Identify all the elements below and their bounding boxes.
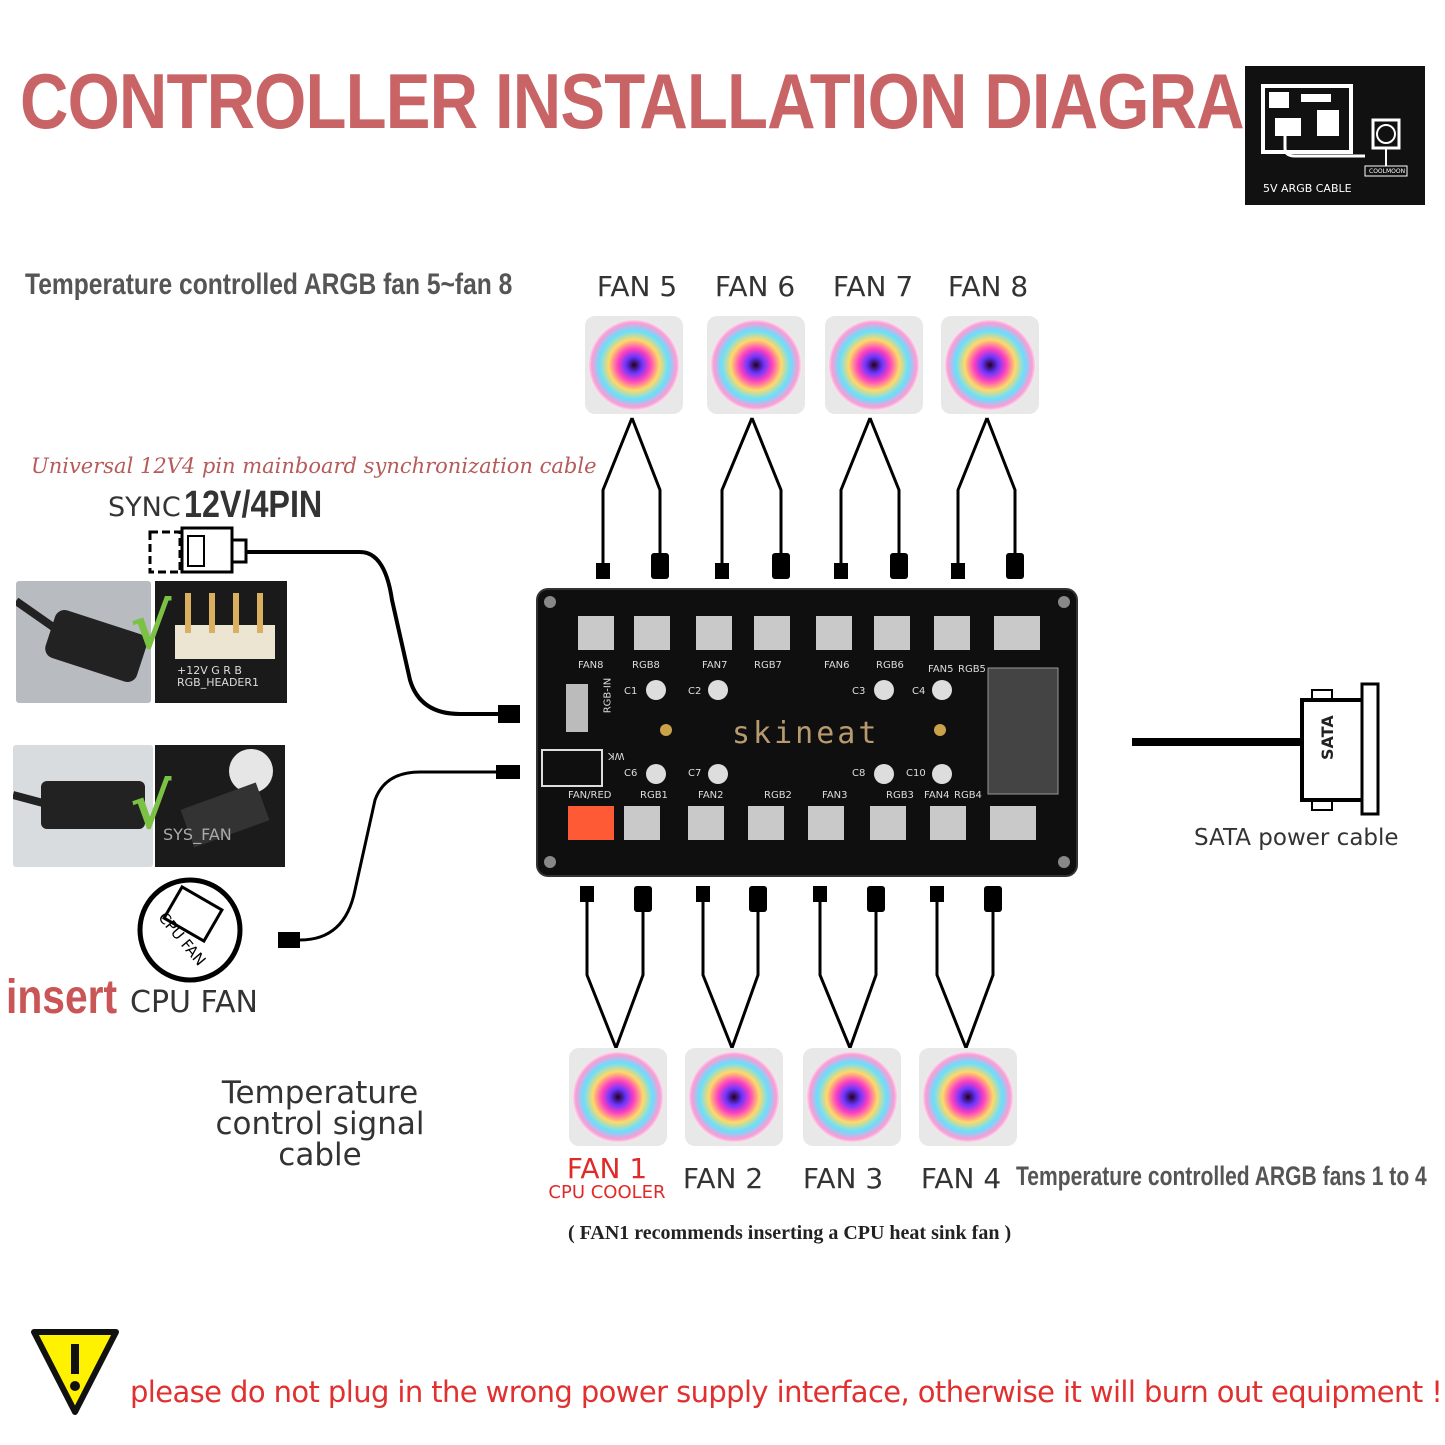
fan-7-icon [825, 316, 923, 414]
check-mark-icon: √ [130, 590, 172, 663]
label-fan5: FAN5 [928, 664, 954, 675]
legend-brand: COOLMOON [1369, 168, 1406, 175]
fan-1-icon [569, 1048, 667, 1146]
fan-2-icon [685, 1048, 783, 1146]
sync-voltage-label: 12V/4PIN [184, 484, 323, 526]
check-mark-icon: √ [130, 770, 172, 843]
page-title: CONTROLLER INSTALLATION DIAGRAM [20, 57, 1300, 145]
fan-5-icon [585, 316, 683, 414]
label-rgb4: RGB4 [954, 790, 982, 801]
cpu-fan-connector-icon [137, 877, 243, 983]
label-rgb2: RGB2 [764, 790, 792, 801]
label-rgb-in: RGB-IN [602, 677, 614, 714]
sata-connector-icon [1300, 682, 1380, 816]
sys-fan-header-photo: SYS_FAN [155, 745, 285, 867]
sync-connector-icon [148, 526, 248, 574]
fan-4-label: FAN 4 [920, 1162, 1002, 1195]
fan-3-icon [803, 1048, 901, 1146]
sync-label: SYNC [108, 492, 181, 523]
label-c3: C3 [852, 686, 866, 697]
fan-8-label: FAN 8 [947, 270, 1029, 303]
label-fan3: FAN3 [822, 790, 848, 801]
legend-caption: 5V ARGB CABLE [1263, 182, 1352, 195]
argb-header-text: +12V G R B RGB_HEADER1 [177, 664, 260, 689]
fan-8-icon [941, 316, 1039, 414]
fan-plug-photo [11, 745, 153, 867]
fan-6-icon [707, 316, 805, 414]
label-wk: WK [608, 750, 625, 761]
label-rgb6: RGB6 [876, 660, 904, 671]
label-fan7: FAN7 [702, 660, 728, 671]
warning-icon [31, 1329, 119, 1415]
label-rgb8: RGB8 [632, 660, 660, 671]
fan-2-label: FAN 2 [682, 1162, 764, 1195]
label-rgb7: RGB7 [754, 660, 782, 671]
fan-1-sublabel: CPU COOLER [548, 1182, 666, 1203]
argb-header-photo: +12V G R B RGB_HEADER1 [155, 581, 287, 703]
label-fan4: FAN4 [924, 790, 950, 801]
top-fans [585, 316, 1039, 414]
label-c4: C4 [912, 686, 926, 697]
label-c1: C1 [624, 686, 638, 697]
motherboard-thumb-icon [1261, 84, 1408, 177]
fan-7-label: FAN 7 [832, 270, 914, 303]
top-fans-group-label: Temperature controlled ARGB fan 5~fan 8 [25, 268, 513, 301]
cpu-fan-label: CPU FAN [130, 985, 258, 1020]
label-fan2: FAN2 [698, 790, 724, 801]
argb-plug-photo [13, 581, 151, 703]
fan-6-label: FAN 6 [714, 270, 796, 303]
label-c7: C7 [688, 768, 702, 779]
label-rgb3: RGB3 [886, 790, 914, 801]
bottom-fans-group-label: Temperature controlled ARGB fans 1 to 4 [1016, 1161, 1427, 1191]
label-c6: C6 [624, 768, 638, 779]
controller-board: skineat FAN8 RGB8 FAN7 RGB7 FAN6 RGB6 FA… [538, 590, 1076, 875]
fan1-recommendation: ( FAN1 recommends inserting a CPU heat s… [568, 1222, 1012, 1244]
label-rgb1: RGB1 [640, 790, 668, 801]
legend-thumbnail: COOLMOON 5V ARGB CABLE [1245, 66, 1425, 205]
board-brand: skineat [732, 716, 880, 751]
warning-text: please do not plug in the wrong power su… [130, 1375, 1443, 1409]
label-c10: C10 [906, 768, 926, 779]
label-fan-red: FAN/RED [568, 790, 612, 801]
insert-word: insert [6, 971, 118, 1024]
label-c2: C2 [688, 686, 702, 697]
label-fan6: FAN6 [824, 660, 850, 671]
fan-4-icon [919, 1048, 1017, 1146]
label-rgb5: RGB5 [958, 664, 986, 675]
temp-signal-label: Temperature control signal cable [215, 1075, 425, 1173]
sata-power-label: SATA power cable [1194, 825, 1399, 851]
label-c8: C8 [852, 768, 866, 779]
bottom-fans [569, 1048, 1017, 1146]
fan-1-label: FAN 1 [566, 1152, 648, 1185]
label-fan8: FAN8 [578, 660, 604, 671]
fan-5-label: FAN 5 [596, 270, 678, 303]
sys-fan-text: SYS_FAN [163, 825, 232, 844]
fan-3-label: FAN 3 [802, 1162, 884, 1195]
sata-connector-text: SATA [1318, 715, 1337, 760]
sync-cable-note: Universal 12V4 pin mainboard synchroniza… [31, 454, 597, 478]
